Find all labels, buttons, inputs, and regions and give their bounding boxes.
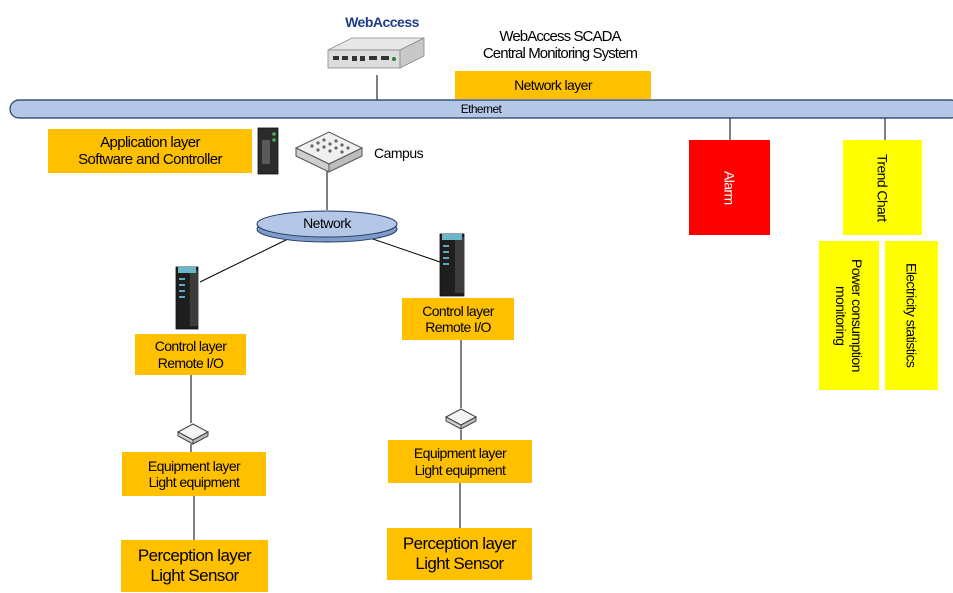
campus-label: Campus xyxy=(374,145,424,161)
server-icon xyxy=(327,37,425,69)
right-control-line2: Remote I/O xyxy=(425,319,491,335)
right-device-icon xyxy=(444,408,478,430)
right-control-line1: Control layer xyxy=(422,302,494,319)
connector-network-right xyxy=(369,237,441,263)
campus-label-text: Campus xyxy=(374,145,424,161)
ethernet-bar xyxy=(9,99,953,119)
right-equipment-line1: Equipment layer xyxy=(413,445,507,462)
left-equipment-layer-box: Equipment layer Light equipment xyxy=(122,452,266,496)
left-control-layer-box: Control layer Remote I/O xyxy=(135,334,246,375)
webaccess-logo: WebAccess xyxy=(341,11,423,33)
system-title-line2: Central Monitoring System xyxy=(482,45,638,62)
power-consumption-line2: monitoring xyxy=(833,285,849,346)
left-perception-line2: Light Sensor xyxy=(150,566,239,585)
left-equipment-line2: Light equipment xyxy=(148,474,240,490)
left-device-icon xyxy=(176,423,210,445)
left-control-line2: Remote I/O xyxy=(157,354,224,371)
ethernet-label: Ethernet xyxy=(452,102,510,116)
right-remote-io-icon xyxy=(439,233,465,297)
webaccess-logo-text: WebAccess xyxy=(345,14,419,30)
electricity-statistics-box: Electricity statistics xyxy=(885,241,938,390)
application-controller-icon xyxy=(257,127,279,175)
left-perception-layer-box: Perception layer Light Sensor xyxy=(121,540,268,592)
trend-chart-label: Trend Chart xyxy=(874,153,891,222)
application-layer-line2: Software and Controller xyxy=(78,151,222,168)
network-label: Network xyxy=(287,215,367,231)
ethernet-label-text: Ethernet xyxy=(460,102,502,116)
application-layer-line1: Application layer xyxy=(100,133,200,151)
left-control-line1: Control layer xyxy=(154,338,227,355)
power-consumption-line1: Power consumption xyxy=(849,259,866,372)
right-control-layer-box: Control layer Remote I/O xyxy=(402,298,514,340)
network-layer-box: Network layer xyxy=(455,71,651,99)
network-layer-label: Network layer xyxy=(514,76,592,93)
power-consumption-box: Power consumption monitoring xyxy=(819,241,879,390)
left-equipment-line1: Equipment layer xyxy=(147,457,241,474)
network-label-text: Network xyxy=(303,215,351,231)
right-equipment-line2: Light equipment xyxy=(414,461,506,478)
alarm-label: Alarm xyxy=(721,170,738,205)
right-perception-line2: Light Sensor xyxy=(415,554,504,573)
right-perception-layer-box: Perception layer Light Sensor xyxy=(387,528,532,580)
left-perception-line1: Perception layer xyxy=(137,546,252,566)
application-layer-box: Application layer Software and Controlle… xyxy=(48,129,252,173)
right-perception-line1: Perception layer xyxy=(402,534,517,554)
system-title-line1: WebAccess SCADA xyxy=(499,27,621,45)
trend-chart-box: Trend Chart xyxy=(843,140,922,235)
campus-router-icon xyxy=(294,131,364,173)
network-ellipse xyxy=(256,210,398,238)
connector-network-left xyxy=(199,237,291,283)
left-remote-io-icon xyxy=(175,266,199,330)
right-equipment-layer-box: Equipment layer Light equipment xyxy=(388,440,532,483)
alarm-box: Alarm xyxy=(689,140,770,235)
system-title: WebAccess SCADA Central Monitoring Syste… xyxy=(460,24,660,66)
electricity-statistics-label: Electricity statistics xyxy=(903,263,920,368)
